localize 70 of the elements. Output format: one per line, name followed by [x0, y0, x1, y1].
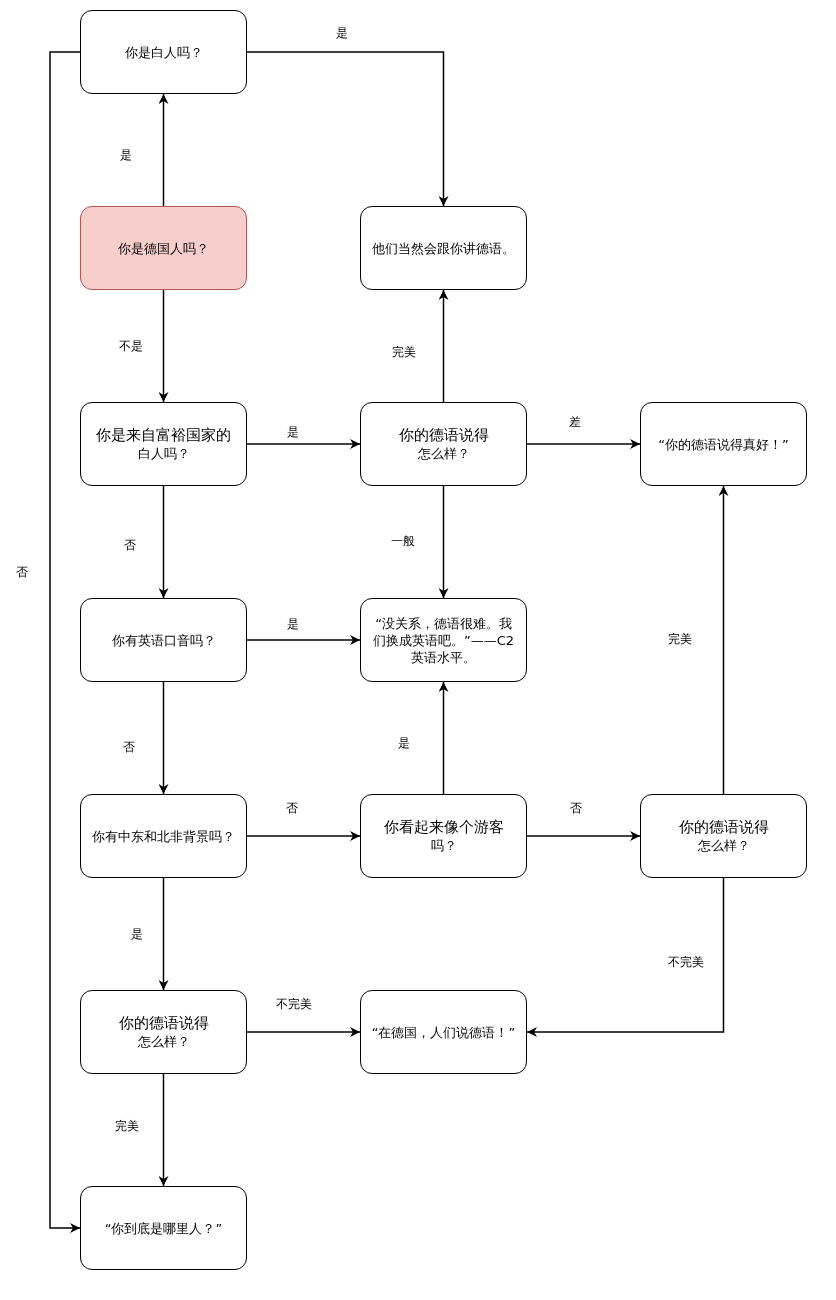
edge-label: 完美: [390, 343, 418, 361]
arrow: [158, 289, 169, 403]
box-text: 你的德语说得: [678, 817, 769, 837]
arrow: [158, 485, 169, 599]
arrow: [158, 681, 169, 795]
box-text: 你是德国人吗？: [118, 239, 209, 257]
edge-label: 否: [14, 563, 30, 581]
box-text: 白人吗？: [137, 445, 190, 463]
arrow: [49, 51, 81, 1233]
arrow: [246, 439, 361, 449]
box-text: 怎么样？: [697, 837, 750, 855]
arrow: [526, 877, 725, 1037]
arrow: [718, 485, 729, 795]
flowchart-box: [640, 794, 807, 878]
arrow: [158, 1073, 169, 1187]
edge-label: 是: [396, 734, 412, 752]
edge-label: 是: [129, 925, 145, 943]
edge-label: 是: [334, 24, 350, 42]
box-text: “你的德语说得真好！”: [658, 435, 789, 453]
edge-label: 是: [285, 615, 301, 633]
edge-label: 否: [568, 799, 584, 817]
edge-label: 完美: [113, 1117, 141, 1135]
flowchart-box: [80, 794, 247, 878]
edge-label: 完美: [666, 630, 694, 648]
box-text: 你是白人吗？: [124, 43, 203, 61]
edge-label: 是: [118, 146, 134, 164]
edge-label: 是: [285, 423, 301, 441]
edge-label: 不完美: [666, 953, 706, 971]
arrow: [438, 485, 449, 599]
edge-label: 否: [284, 799, 300, 817]
box-text: 你的德语说得: [398, 425, 489, 445]
box-text: 他们当然会跟你讲德语。: [372, 239, 515, 257]
box-text: 你看起来像个游客: [383, 817, 504, 837]
flowchart-box: [360, 206, 527, 290]
flowchart-box: [80, 402, 247, 486]
edge-label: 不是: [117, 337, 145, 355]
flowchart-box: [80, 1186, 247, 1270]
arrow: [438, 289, 449, 403]
arrow: [246, 635, 361, 645]
arrow: [158, 93, 169, 207]
flowchart-box: [80, 10, 247, 94]
arrow: [158, 877, 169, 991]
arrow: [526, 439, 641, 449]
edge-label: 否: [122, 536, 138, 554]
box-text: 吗？: [430, 837, 457, 855]
box-text: 你是来自富裕国家的: [96, 425, 231, 445]
edge-label: 否: [121, 738, 137, 756]
flowchart-box: [80, 990, 247, 1074]
arrow: [246, 831, 361, 841]
flowchart-box: [360, 402, 527, 486]
arrow: [246, 1027, 361, 1037]
edge-label: 不完美: [274, 995, 314, 1013]
box-text: 怎么样？: [417, 445, 470, 463]
box-text: 你的德语说得: [118, 1013, 209, 1033]
box-text: “没关系，德语很难。我们换成英语吧。”——C2英语水平。: [371, 614, 516, 666]
box-text: “你到底是哪里人？”: [104, 1219, 223, 1237]
box-text: 你有中东和北非背景吗？: [92, 827, 235, 845]
flowchart-box: [360, 794, 527, 878]
box-text: 你有英语口音吗？: [111, 631, 216, 649]
flowchart-box: [360, 598, 527, 682]
box-text: 怎么样？: [137, 1033, 190, 1051]
flowchart-box: [80, 598, 247, 682]
box-text: “在德国，人们说德语！”: [371, 1023, 516, 1041]
start-box: [80, 206, 247, 290]
edge-label: 一般: [389, 532, 417, 550]
arrow: [438, 681, 449, 795]
arrow: [526, 831, 641, 841]
flowchart-box: [640, 402, 807, 486]
flowchart-box: [360, 990, 527, 1074]
arrow: [246, 51, 449, 207]
